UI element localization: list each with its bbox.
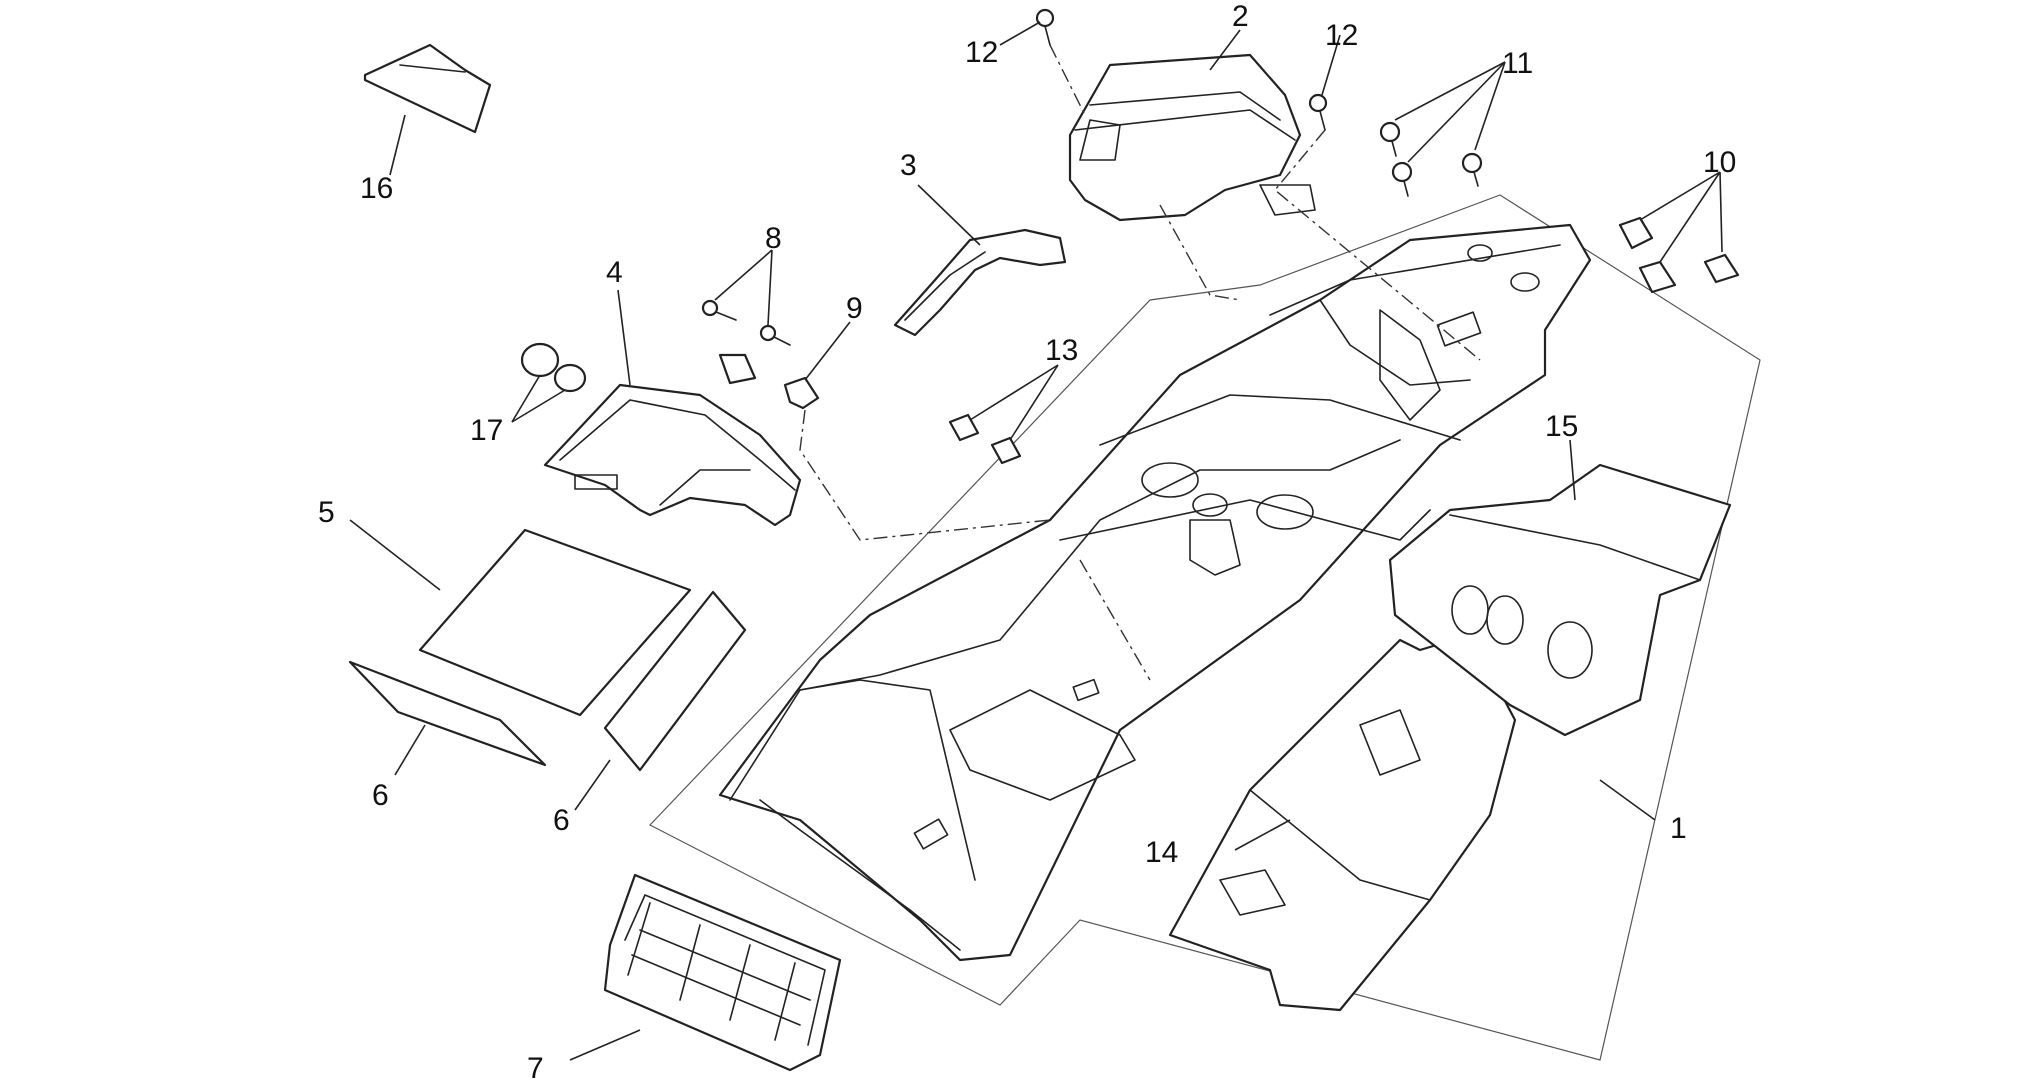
callout-14: 14 xyxy=(1145,836,1178,869)
part-8-fasteners[interactable] xyxy=(701,299,791,385)
callout-12-left: 12 xyxy=(965,36,998,69)
callout-5: 5 xyxy=(318,496,335,529)
callout-7: 7 xyxy=(527,1052,544,1085)
callout-15: 15 xyxy=(1545,410,1578,443)
callout-10: 10 xyxy=(1703,146,1736,179)
callout-6-right: 6 xyxy=(553,804,570,837)
assembly-line xyxy=(1274,129,1481,361)
assembly-line xyxy=(799,409,1051,541)
part-13-clips[interactable] xyxy=(948,413,1022,465)
part-4-bracket[interactable] xyxy=(543,383,802,527)
assembly-line xyxy=(1079,559,1151,681)
callout-6-left: 6 xyxy=(372,779,389,812)
part-14-lower-panel[interactable] xyxy=(1168,633,1517,1012)
assembly-boundary-outline xyxy=(649,194,1761,1061)
bolt-12-right[interactable] xyxy=(1308,93,1328,131)
part-5-pad[interactable] xyxy=(418,528,692,717)
callout-16: 16 xyxy=(360,172,393,205)
part-10-clips[interactable] xyxy=(1618,216,1740,294)
assembly-line xyxy=(1049,44,1086,116)
part-1-undertray[interactable] xyxy=(718,223,1592,962)
part-2-cover[interactable] xyxy=(1068,53,1316,222)
callout-3: 3 xyxy=(900,149,917,182)
bolt-12-left[interactable] xyxy=(1035,8,1055,46)
part-6-strip-left[interactable] xyxy=(348,660,547,767)
leader-lines xyxy=(349,21,1723,1061)
callout-9: 9 xyxy=(846,292,863,325)
callout-12-right: 12 xyxy=(1325,19,1358,52)
callout-2: 2 xyxy=(1232,0,1249,33)
part-11-screws[interactable] xyxy=(1379,121,1483,197)
part-16-pad[interactable] xyxy=(363,43,492,134)
callout-1: 1 xyxy=(1670,812,1687,845)
callout-4: 4 xyxy=(606,256,623,289)
callout-17: 17 xyxy=(470,414,503,447)
part-6-strip-right[interactable] xyxy=(603,590,747,772)
callout-11: 11 xyxy=(1502,47,1533,80)
assembly-line xyxy=(1159,204,1241,301)
part-17-plugs[interactable] xyxy=(520,342,587,393)
part-3-strap[interactable] xyxy=(893,228,1067,337)
part-7-grille[interactable] xyxy=(603,873,842,1072)
callout-8: 8 xyxy=(765,222,782,255)
callout-13: 13 xyxy=(1045,334,1078,367)
part-15-liner[interactable] xyxy=(1388,463,1732,737)
part-9-clip[interactable] xyxy=(783,376,820,410)
